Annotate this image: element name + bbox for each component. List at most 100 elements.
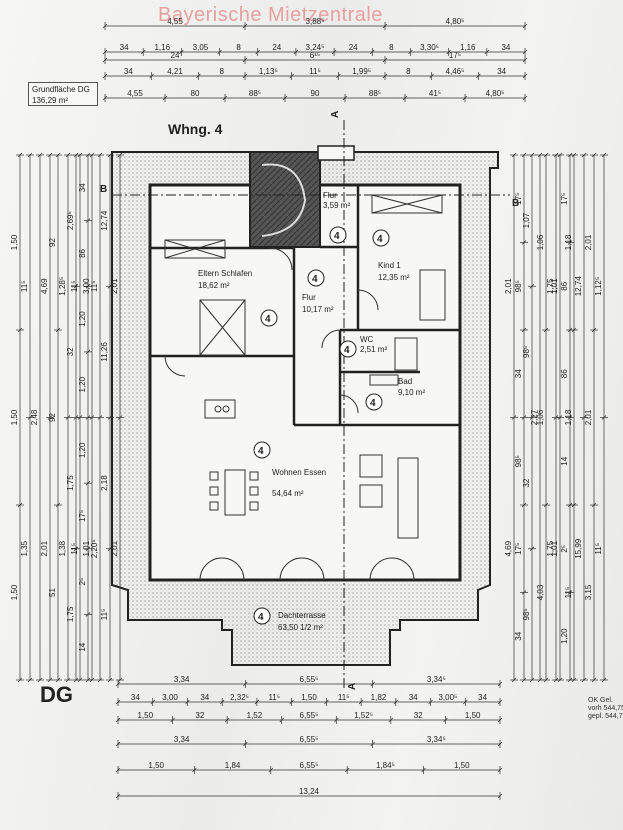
dimension-label: 1,01 [550,540,559,556]
dimension-label: 8 [389,43,394,52]
dimension-label: 14 [78,642,87,651]
dimension-label: 3,34⁵ [427,675,446,684]
dimension-label: 1,38 [58,540,67,556]
dimension-label: 86 [560,281,569,290]
room-marker-label: 4 [377,234,383,245]
dimension-label: 2⁵ [560,545,569,553]
dimension-label: 2,32⁵ [230,693,249,702]
dimension-label: 32 [414,711,423,720]
room-area: 54,64 m² [272,489,304,498]
room-name: Kind 1 [378,261,401,270]
floor-label: DG [40,682,73,707]
dimension-label: 11,26 [100,342,109,362]
dimension-label: 86 [560,369,569,378]
doors [164,247,415,581]
room-name: Eltern Schlafen [198,269,252,278]
dimension-label: 24 [349,43,358,52]
dimension-label: 1,12⁵ [594,277,603,296]
dimension-label: 12,74 [574,276,583,297]
dimension-label: 1,84⁵ [376,761,395,770]
dimension-label: 17⁵ [514,543,523,555]
room-area: 12,35 m² [378,273,410,282]
floor-area-value: 136,29 m² [32,96,69,105]
room-marker-label: 4 [265,314,271,325]
dimension-label: 2⁵ [78,578,87,586]
dimension-label: 1,99⁵ [352,67,371,76]
dimension-label: 1,18 [564,409,573,425]
dimension-label: 2,18 [100,475,109,491]
dimension-lines [16,22,608,800]
dimension-label: 15,99 [574,538,583,559]
dimension-label: 3,34 [174,735,190,744]
room-name: Dachterrasse [278,611,326,620]
dimension-label: 1,50 [10,234,19,250]
dimension-label: 34 [497,67,506,76]
dimension-label: 24 [272,43,281,52]
dimension-label: 12,74 [100,210,109,231]
dimension-label: 1,52 [247,711,263,720]
dimension-label: 34 [514,631,523,640]
dimension-label: 17⁵ [514,193,523,205]
room-area: 3,59 m² [323,201,350,210]
dimension-label: 11⁵ [338,693,350,702]
dimension-label: 4,69 [504,540,513,556]
dimension-label: 4,80⁵ [446,17,465,26]
dimension-label: 34 [131,693,140,702]
dimension-label: 34 [514,369,523,378]
dimension-label: 11⁵ [309,67,321,76]
dimension-label: 6,55⁵ [300,675,319,684]
dimension-label: 3,15 [584,584,593,600]
watermark: Bayerische Mietzentrale [158,4,383,26]
room-marker [260,309,278,327]
section-mark-a-top: A [330,111,341,118]
room-marker-label: 4 [258,612,264,623]
room-area: 2,51 m² [360,345,387,354]
dimension-label: 1,13⁵ [259,67,278,76]
dimension-label: 1,75 [66,475,75,491]
section-mark-b-right: B [512,198,519,209]
dimension-label: 4,46⁵ [446,67,465,76]
dimension-label: 6,55⁵ [300,735,319,744]
dimension-label: 1,06 [536,234,545,250]
dimension-label: 34 [409,693,418,702]
room-marker [329,226,347,244]
dimension-label: 2,01 [504,278,513,294]
dimension-label: 34 [200,693,209,702]
dimension-label: 17⁵ [449,51,461,60]
dimension-label: 1,20 [78,311,87,327]
floor-area-title: Grundfläche DG [32,85,90,94]
dimension-label: 3,34⁵ [427,735,446,744]
dimension-label: 3,00 [82,278,91,294]
dimension-label: 1,01 [82,540,91,556]
dimension-label: 88⁵ [249,89,261,98]
dimension-label: 88⁵ [369,89,381,98]
dimension-label: 14 [560,456,569,465]
dimension-label: 86 [78,248,87,257]
dimension-label: 2,20⁵ [90,539,99,558]
dimension-label: 11⁵ [594,543,603,555]
dimension-label: 1,50 [465,711,481,720]
dimension-label: 1,50 [454,761,470,770]
room-marker-label: 4 [344,345,350,356]
room-area: 63,50 1/2 m² [278,623,323,632]
ok-note-line2: vorh 544,75 [588,705,623,712]
dimension-label: 4,55 [127,89,143,98]
dimension-label: 11⁵ [70,543,79,555]
dimension-label: 98⁵ [514,455,523,467]
dimension-label: 1,16 [154,43,170,52]
dimension-label: 80 [191,89,200,98]
dimension-label: 1,75 [546,540,555,556]
section-mark-a-bottom: A [347,683,358,690]
dimension-label: 1,50 [137,711,153,720]
dimension-label: 92 [48,413,57,422]
dimension-label: 3,34 [174,675,190,684]
dimension-label: 6,55⁵ [300,711,319,720]
dimension-label: 4,03 [536,584,545,600]
room-name: Flur [302,293,316,302]
room-marker-label: 4 [334,231,340,242]
dimension-label: 3,00 [162,693,178,702]
dimension-label: 32 [195,711,204,720]
dimension-label: 17⁵ [560,193,569,205]
